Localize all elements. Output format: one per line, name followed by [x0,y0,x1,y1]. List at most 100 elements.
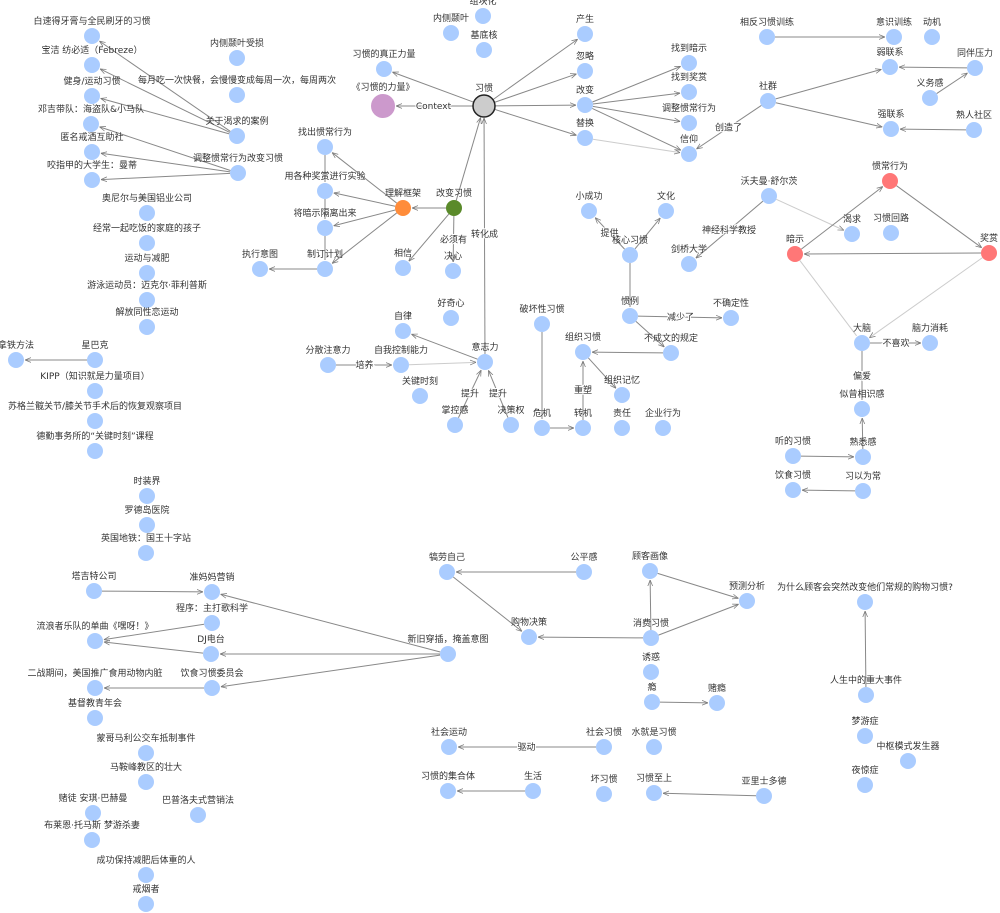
node-keepweight[interactable]: 成功保持减肥后体重的人 [96,854,196,883]
node-circle[interactable] [84,144,100,160]
node-circle[interactable] [681,55,697,71]
node-circle[interactable] [395,200,411,216]
node-ignore[interactable]: 忽略 [576,50,594,79]
node-circle[interactable] [320,357,336,373]
node-circle[interactable] [87,710,103,726]
node-awareness[interactable]: 意识训练 [876,16,912,45]
node-thomas[interactable]: 布莱恩·托马斯 梦游杀妻 [44,819,140,848]
node-circle[interactable] [760,93,776,109]
node-circle[interactable] [503,417,519,433]
node-purchase[interactable]: 购物决策 [511,616,547,645]
node-book[interactable]: 《习惯的力量》 [351,81,415,118]
node-decision[interactable]: 决策权 [497,404,525,433]
node-circle[interactable] [190,807,206,823]
node-circle[interactable] [525,783,541,799]
node-selfcontrol[interactable]: 自我控制能力 [374,344,428,373]
node-circle[interactable] [922,90,938,106]
node-nightterror[interactable]: 夜惊症 [851,764,879,793]
node-starbucks[interactable]: 星巴克 [81,340,109,368]
node-adjroutine[interactable]: 调整惯常行为 [662,102,716,131]
node-circle[interactable] [681,115,697,131]
node-circle[interactable] [643,630,659,646]
node-pepsodent[interactable]: 巴普洛夫式营销法 [162,794,234,823]
node-circle[interactable] [857,728,873,744]
node-circle[interactable] [857,594,873,610]
node-circle[interactable] [785,482,801,498]
node-dungy[interactable]: 邓吉带队：海盗队&小马队 [38,103,144,132]
node-circle[interactable] [476,42,492,58]
node-fastfood[interactable]: 每月吃一次快餐，会慢慢变成每周一次，每周两次 [138,74,336,103]
node-keymoment[interactable]: 关键时刻 [402,375,438,404]
node-circle[interactable] [646,739,662,755]
node-socialhabit[interactable]: 社会习惯 [586,726,622,755]
node-lreward[interactable]: 奖赏 [980,232,998,261]
node-changehabit[interactable]: 改变习惯 [436,187,472,216]
node-latte[interactable]: 拿铁方法 [0,339,34,368]
node-circle[interactable] [844,226,860,242]
node-circle[interactable] [445,263,461,279]
node-listening[interactable]: 听的习惯 [775,435,811,464]
node-smallwin[interactable]: 小成功 [575,190,603,219]
node-mandy[interactable]: 咬指甲的大学生：曼蒂 [47,159,137,188]
node-findreward[interactable]: 找到奖赏 [671,71,707,100]
node-circle[interactable] [84,172,100,188]
node-keystone[interactable]: 核心习惯 [612,234,648,263]
node-ww2[interactable]: 二战期间，美国推广食用动物内脏 [27,667,163,696]
node-aa[interactable]: 匿名戒酒互助社 [60,131,124,160]
node-scotland[interactable]: 苏格兰髋关节/膝关节手术后的恢复观察项目 [8,400,182,429]
node-produce[interactable]: 产生 [576,13,594,42]
node-plan[interactable]: 制订计划 [307,248,343,277]
node-lcue[interactable]: 暗示 [786,233,804,262]
node-schultz[interactable]: 沃夫曼·舒尔茨 [741,175,798,204]
node-fitness[interactable]: 健身/运动习惯 [63,75,121,104]
node-circle[interactable] [204,615,220,631]
node-circle[interactable] [886,29,902,45]
node-circle[interactable] [924,29,940,45]
node-replace[interactable]: 替换 [576,117,594,146]
node-rhode[interactable]: 罗德岛医院 [124,504,170,533]
node-circle[interactable] [787,246,803,262]
node-gay[interactable]: 解放同性恋运动 [115,306,179,335]
node-kingscross[interactable]: 英国地铁：国王十字站 [101,532,191,561]
node-circle[interactable] [882,173,898,189]
node-unwritten[interactable]: 不成文的规定 [644,332,698,361]
node-circle[interactable] [440,783,456,799]
node-circle[interactable] [577,130,593,146]
node-framework[interactable]: 理解框架 [385,187,421,216]
node-similar[interactable]: 似曾相识感 [839,388,885,417]
node-familiar[interactable]: 熟悉感 [849,436,877,465]
node-science[interactable]: 程序：主打歌科学 [176,602,248,631]
node-circle[interactable] [981,245,997,261]
node-deloitte[interactable]: 德勤事务所的“关键时刻”课程 [36,430,154,459]
node-bachmann[interactable]: 赌徒 安琪·巴赫曼 [59,792,128,821]
node-portrait[interactable]: 顾客画像 [632,550,668,579]
node-brain[interactable]: 大脑 [853,322,871,351]
node-circle[interactable] [139,265,155,281]
node-circle[interactable] [317,220,333,236]
node-circle[interactable] [785,448,801,464]
node-curiosity[interactable]: 好奇心 [437,297,465,326]
node-circle[interactable] [395,260,411,276]
node-corp[interactable]: 企业行为 [645,407,681,436]
node-circle[interactable] [87,352,103,368]
node-sleepwalk[interactable]: 梦游症 [851,715,879,744]
node-circle[interactable] [577,97,593,113]
node-lifeevent[interactable]: 人生中的重大事件 [830,674,902,703]
node-circle[interactable] [723,310,739,326]
node-circle[interactable] [761,188,777,204]
node-circle[interactable] [883,121,899,137]
node-willpower[interactable]: 意志力 [471,341,499,370]
node-chunk[interactable]: 组块化 [469,0,497,24]
node-circle[interactable] [643,664,659,680]
node-cpg[interactable]: 中枢模式发生器 [876,740,940,769]
node-circle[interactable] [252,261,268,277]
node-heyya[interactable]: 流浪者乐队的单曲《嘿呀！》 [36,620,154,649]
node-circle[interactable] [577,26,593,42]
node-exec[interactable]: 执行意图 [242,248,278,277]
node-circle[interactable] [472,94,496,118]
node-circle[interactable] [655,420,671,436]
node-collection[interactable]: 习惯的集合体 [421,770,475,799]
node-circle[interactable] [139,517,155,533]
node-circle[interactable] [475,8,491,24]
node-circle[interactable] [882,59,898,75]
